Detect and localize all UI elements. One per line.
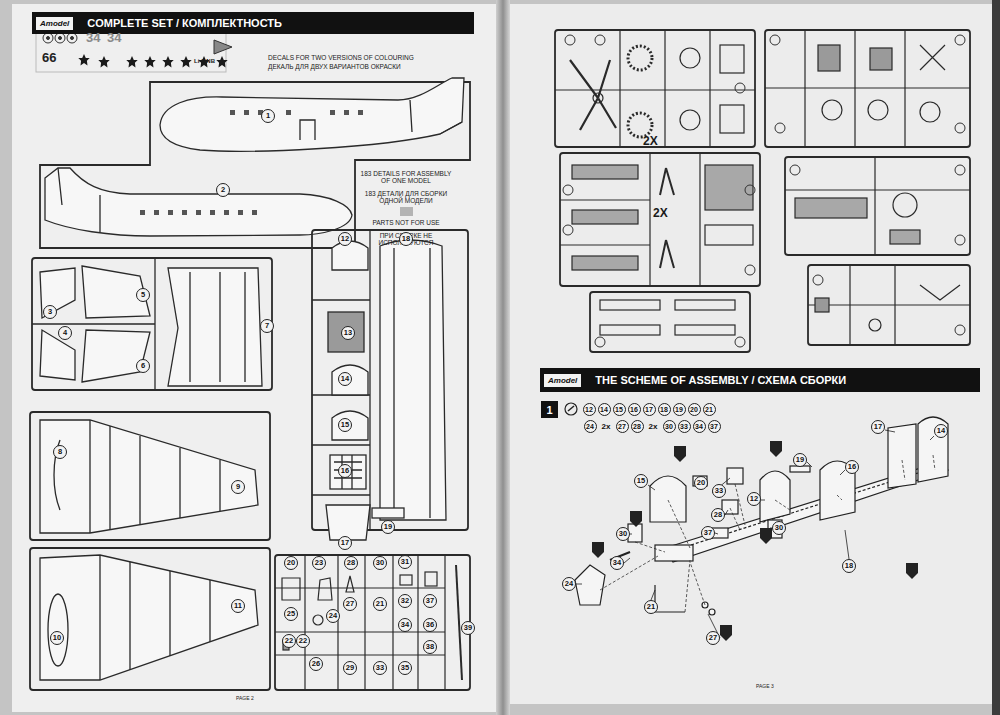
note-text: 66 [42,51,56,66]
callout-number: 4 [58,326,72,340]
callout-number: 28 [631,420,644,433]
callout-number: 1 [261,109,275,123]
step-number: 1 [546,404,552,416]
callout-number: 7 [260,319,274,333]
callout-number: 18 [658,403,671,416]
callout-number: 21 [644,600,658,614]
callout-number: 28 [711,508,725,522]
callout-number: 37 [708,420,721,433]
callout-number: 3 [43,305,57,319]
callout-number: 13 [341,326,355,340]
callout-number: 37 [701,526,715,540]
note-text: 34 [86,31,100,46]
callout-number: 24 [584,420,597,433]
callout-number: 10 [50,631,64,645]
callout-number: 20 [688,403,701,416]
callout-number: 28 [344,556,358,570]
callout-number: 17 [643,403,656,416]
callout-number: 14 [934,424,948,438]
callout-number: 11 [231,599,245,613]
callout-number: 23 [312,556,326,570]
callout-number: 24 [326,609,340,623]
note-text: 2X [643,135,658,149]
note-text: 183 DETAILS FOR ASSEMBLY OF ONE MODEL [358,170,454,185]
callout-number: 21 [373,597,387,611]
callout-number: 19 [381,520,395,534]
callout-number: 16 [628,403,641,416]
callout-number: 18 [842,559,856,573]
callout-number: 30 [663,420,676,433]
note-text: PAGE 3 [756,684,774,690]
callout-number: 6 [136,359,150,373]
callout-number: 12 [583,403,596,416]
note-text: DECALS FOR TWO VERSIONS OF COLOURING [268,54,414,61]
callout-number: 8 [53,445,67,459]
callout-number: 5 [136,288,150,302]
header-band: Amodel THE SCHEME OF ASSEMBLY / СХЕМА СБО… [540,368,980,392]
callout-number: 21 [703,403,716,416]
callout-number: 37 [423,594,437,608]
legend-text: PARTS NOT FOR USE [372,219,439,226]
callout-number: 18 [399,232,413,246]
section-title: THE SCHEME OF ASSEMBLY / СХЕМА СБОРКИ [595,374,846,386]
note-text: ДЕКАЛЬ ДЛЯ ДВУХ ВАРИАНТОВ ОКРАСКИ [268,63,401,70]
callout-number: 33 [712,484,726,498]
callout-number: 33 [678,420,691,433]
note-text: PAGE 2 [236,696,254,702]
step-number-box: 1 [541,401,558,418]
brand-logo: Amodel [36,17,73,30]
callout-number: 9 [231,480,245,494]
callout-number: 20 [694,476,708,490]
callout-number: 22 [282,634,296,648]
legend-entry: PARTS NOT FOR USE [358,207,454,226]
brand-logo: Amodel [544,374,581,387]
callout-number: 24 [562,577,576,591]
callout-number: 12 [747,492,761,506]
quantity-mark: 2x [649,422,658,431]
callout-number: 27 [706,631,720,645]
note-text: Li-2 NB [194,58,215,65]
callout-number: 17 [871,420,885,434]
callout-number: 29 [343,661,357,675]
callout-number: 14 [598,403,611,416]
callout-number: 20 [284,556,298,570]
callout-number: 30 [772,521,786,535]
callout-number: 25 [284,607,298,621]
callout-number: 2 [216,183,230,197]
legend-swatch [400,207,413,216]
callout-number: 22 [296,634,310,648]
callout-number: 32 [398,594,412,608]
callout-number: 34 [693,420,706,433]
callout-number: 36 [423,618,437,632]
callout-number: 27 [616,420,629,433]
callout-number: 30 [616,527,630,541]
callout-number: 16 [845,460,859,474]
section-title: COMPLETE SET / КОМПЛЕКТНОСТЬ [87,17,282,29]
callout-number: 34 [398,618,412,632]
note-text: 183 ДЕТАЛИ ДЛЯ СБОРКИ ОДНОЙ МОДЕЛИ [358,190,454,205]
callout-number: 39 [461,621,475,635]
note-text: 34 [107,31,121,46]
callout-number: 17 [338,536,352,550]
callout-number: 30 [373,556,387,570]
callout-number: 15 [338,418,352,432]
callout-number: 19 [673,403,686,416]
callout-number: 19 [793,453,807,467]
callout-number: 34 [610,556,624,570]
callout-number: 27 [343,597,357,611]
callout-number: 15 [613,403,626,416]
callout-number: 15 [634,474,648,488]
callout-number: 16 [338,464,352,478]
callout-number: 12 [338,232,352,246]
callout-number: 33 [373,661,387,675]
callout-number: 26 [309,657,323,671]
note-text: 2X [653,207,668,221]
quantity-mark: 2x [602,422,611,431]
callout-number: 14 [338,372,352,386]
callout-number: 35 [398,661,412,675]
callout-number: 38 [423,640,437,654]
callout-number: 31 [398,555,412,569]
